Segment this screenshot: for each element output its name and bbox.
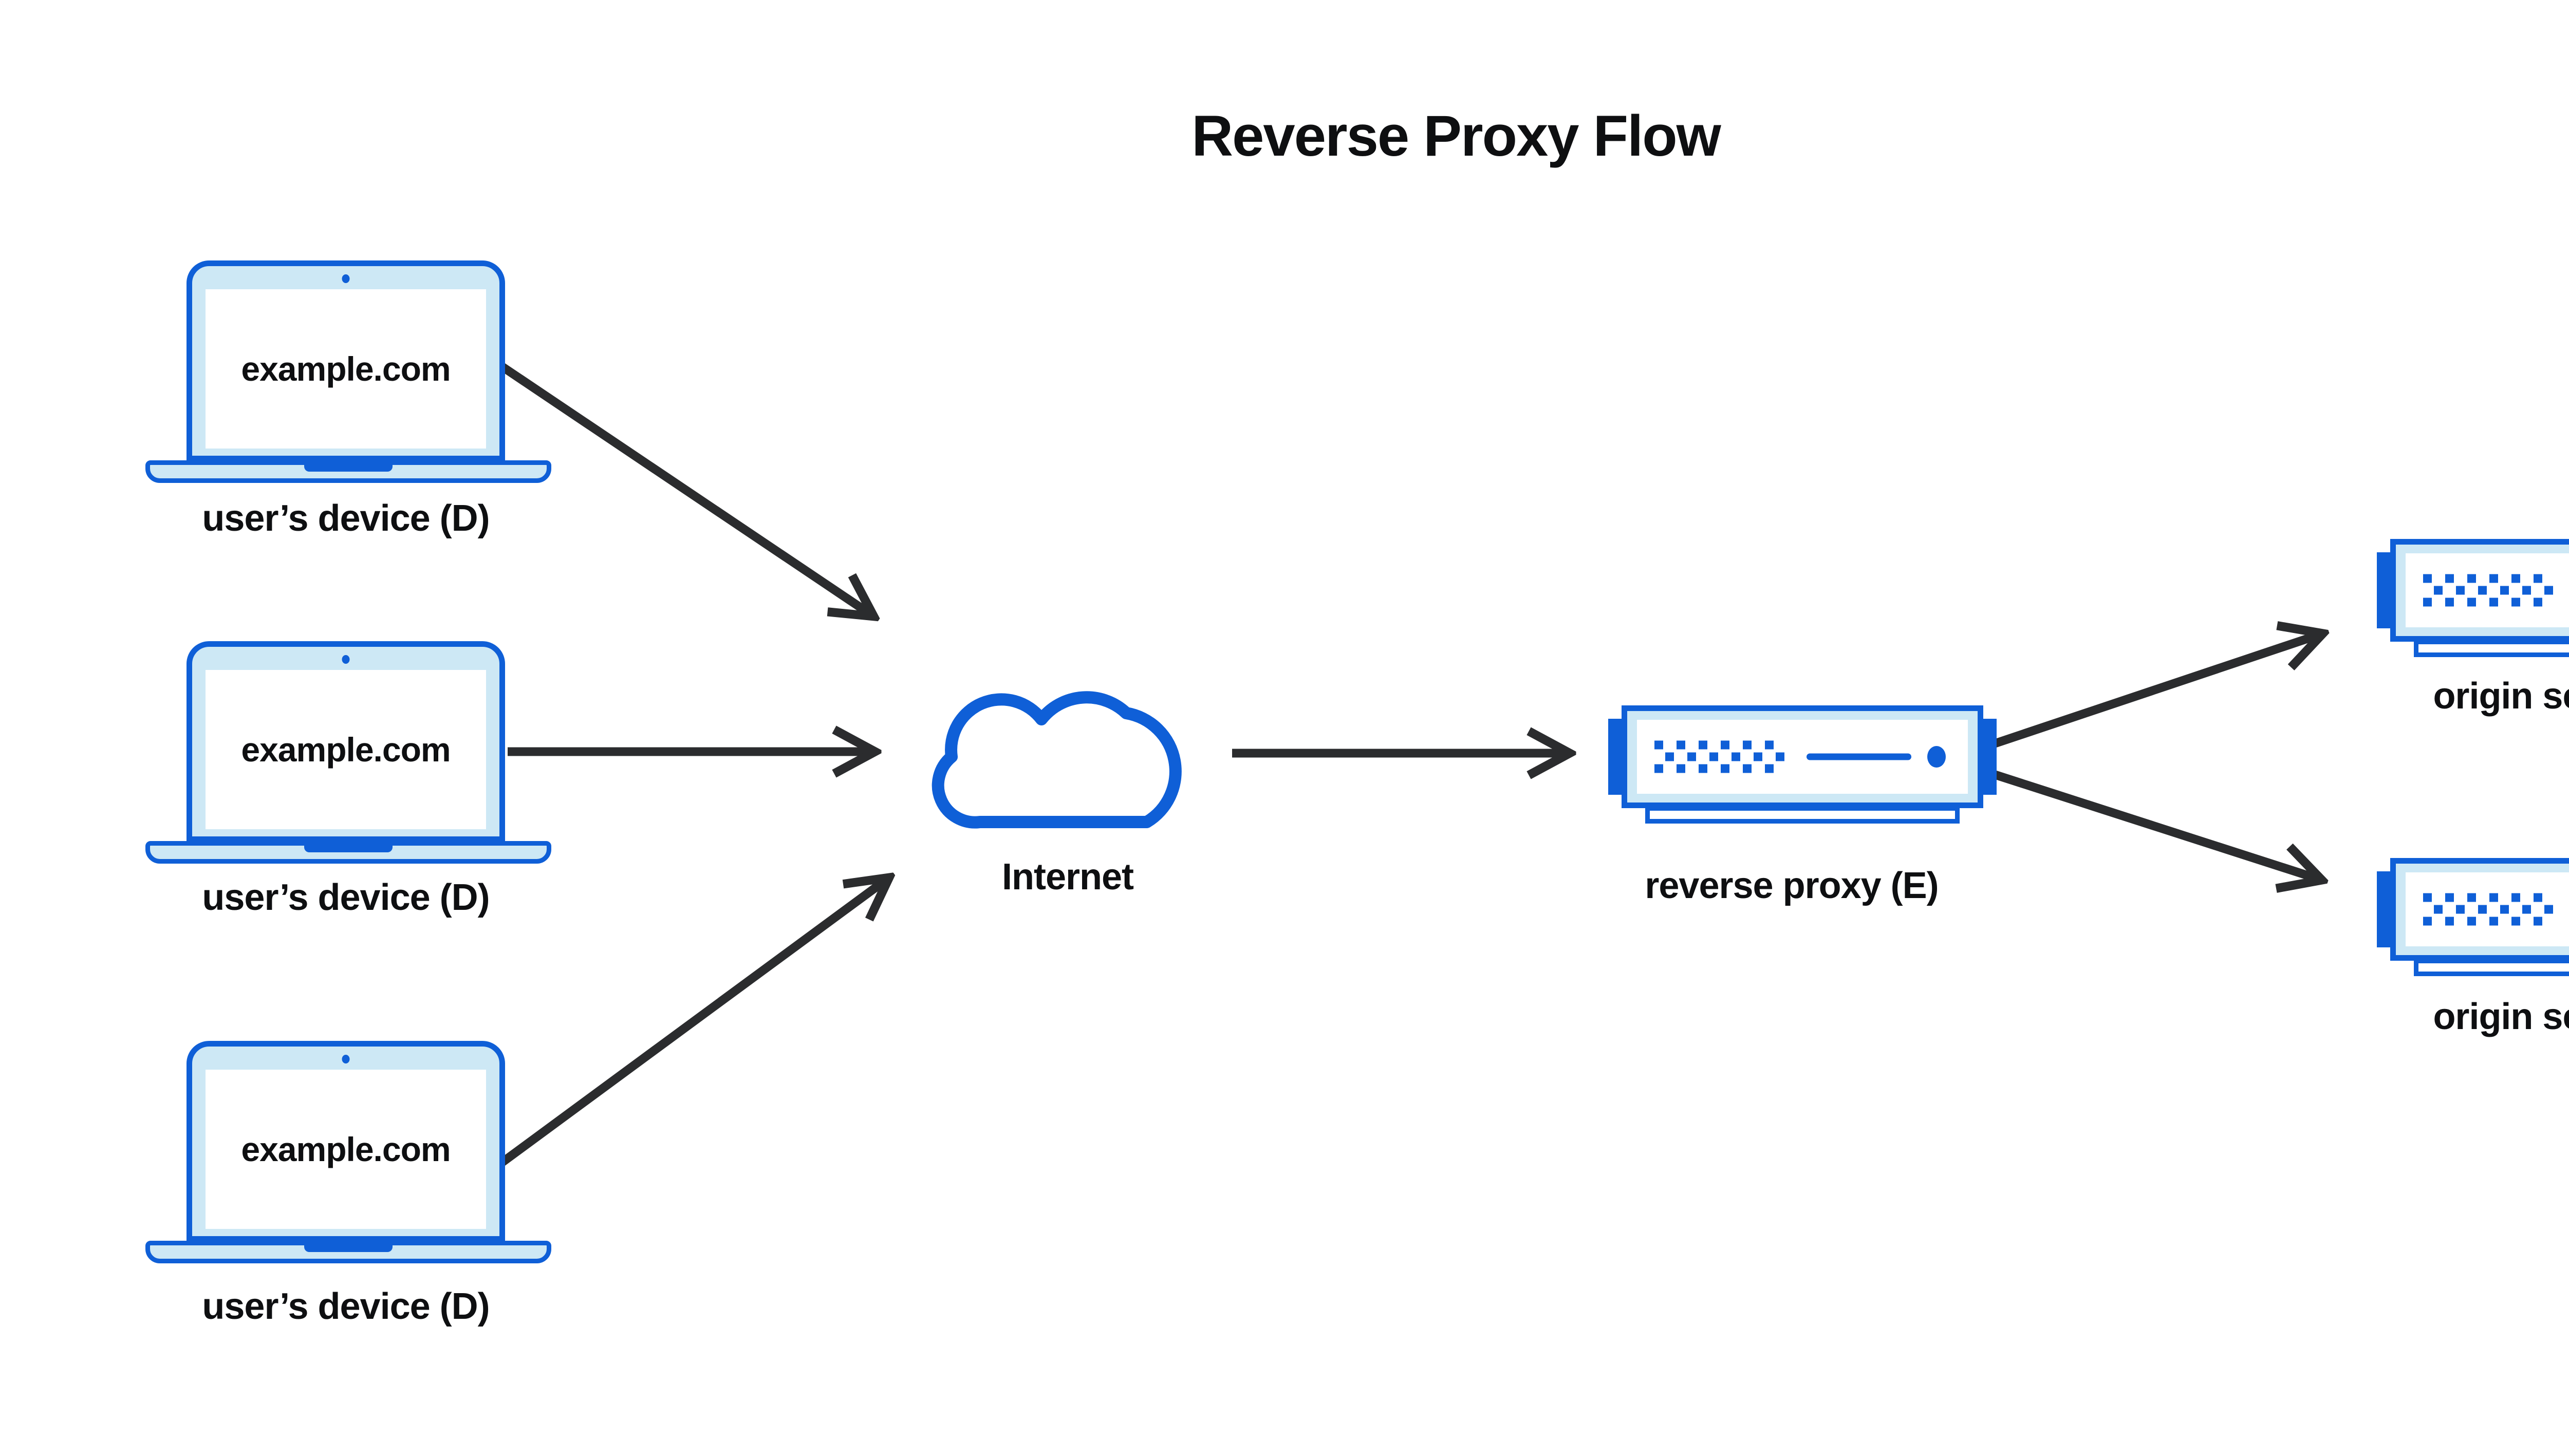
server-side-tab-icon (2377, 871, 2391, 947)
server-led-grid-icon (2423, 574, 2553, 607)
origin-server-1-label: origin server (F) (2433, 676, 2569, 717)
screen-url-text: example.com (241, 350, 451, 388)
server-base (2414, 640, 2569, 657)
user-device-1: example.com (145, 260, 551, 492)
server-side-tab-icon (1608, 719, 1623, 795)
server-faceplate (2406, 872, 2569, 946)
laptop-base (145, 841, 551, 864)
laptop-hinge-notch (304, 1245, 393, 1252)
origin-server-1 (2377, 539, 2569, 659)
origin-server-2 (2377, 858, 2569, 978)
arrow-proxy-to-origin2 (1992, 770, 2320, 880)
user-device-1-label: user’s device (D) (202, 498, 490, 539)
arrow-proxy-to-origin1 (1992, 634, 2321, 749)
server-led-grid-icon (2423, 893, 2553, 926)
laptop-base (145, 460, 551, 483)
webcam-dot-icon (342, 274, 350, 283)
laptop-hinge-notch (304, 846, 393, 852)
laptop-lid: example.com (187, 1041, 505, 1242)
laptop-screen: example.com (206, 670, 486, 829)
laptop-base (145, 1241, 551, 1263)
laptop-lid: example.com (187, 260, 505, 461)
server-faceplate (2406, 553, 2569, 627)
internet-label: Internet (1001, 856, 1134, 898)
webcam-dot-icon (342, 1055, 350, 1063)
server-chassis (2390, 539, 2569, 642)
screen-url-text: example.com (241, 1130, 451, 1168)
laptop-screen: example.com (206, 289, 486, 449)
server-chassis (1622, 705, 1983, 808)
arrow-device3-to-internet (499, 879, 888, 1166)
screen-url-text: example.com (241, 731, 451, 769)
server-side-tab-icon (1982, 719, 1997, 795)
laptop-screen: example.com (206, 1070, 486, 1229)
server-led-grid-icon (1654, 740, 1784, 773)
server-power-dot-icon (1927, 746, 1946, 768)
server-slot-line-icon (1807, 753, 1911, 760)
laptop-lid: example.com (187, 641, 505, 842)
user-device-3-label: user’s device (D) (202, 1286, 490, 1327)
origin-server-2-label: origin server (F) (2433, 996, 2569, 1037)
cloud-icon (932, 691, 1182, 829)
reverse-proxy (1608, 705, 1997, 826)
server-side-tab-icon (2377, 552, 2391, 628)
laptop-hinge-notch (304, 465, 393, 472)
user-device-2-label: user’s device (D) (202, 877, 490, 918)
user-device-2: example.com (145, 641, 551, 872)
server-faceplate (1637, 720, 1968, 794)
arrow-device1-to-internet (500, 363, 872, 615)
user-device-3: example.com (145, 1041, 551, 1272)
reverse-proxy-label: reverse proxy (E) (1645, 865, 1939, 906)
server-base (1645, 806, 1960, 824)
server-base (2414, 959, 2569, 976)
page-title: Reverse Proxy Flow (1192, 104, 1721, 168)
server-chassis (2390, 858, 2569, 961)
webcam-dot-icon (342, 655, 350, 664)
